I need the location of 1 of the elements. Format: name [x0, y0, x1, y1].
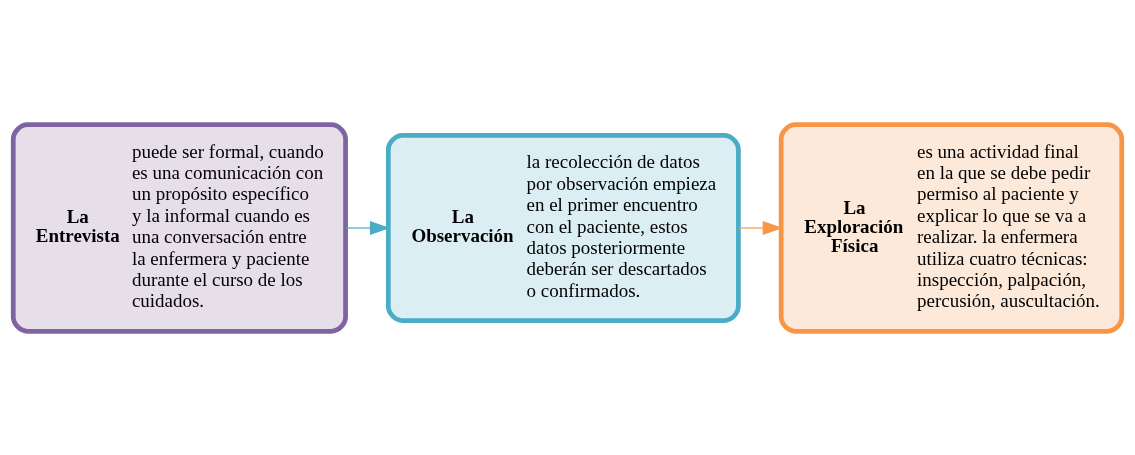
node-box: La Entrevista puede ser formal, cuando es una comunicación con un propósito específico y la informal cuando es una conversación entre la enfermera y paciente durante el curso de los cuidados.	[10, 121, 348, 334]
